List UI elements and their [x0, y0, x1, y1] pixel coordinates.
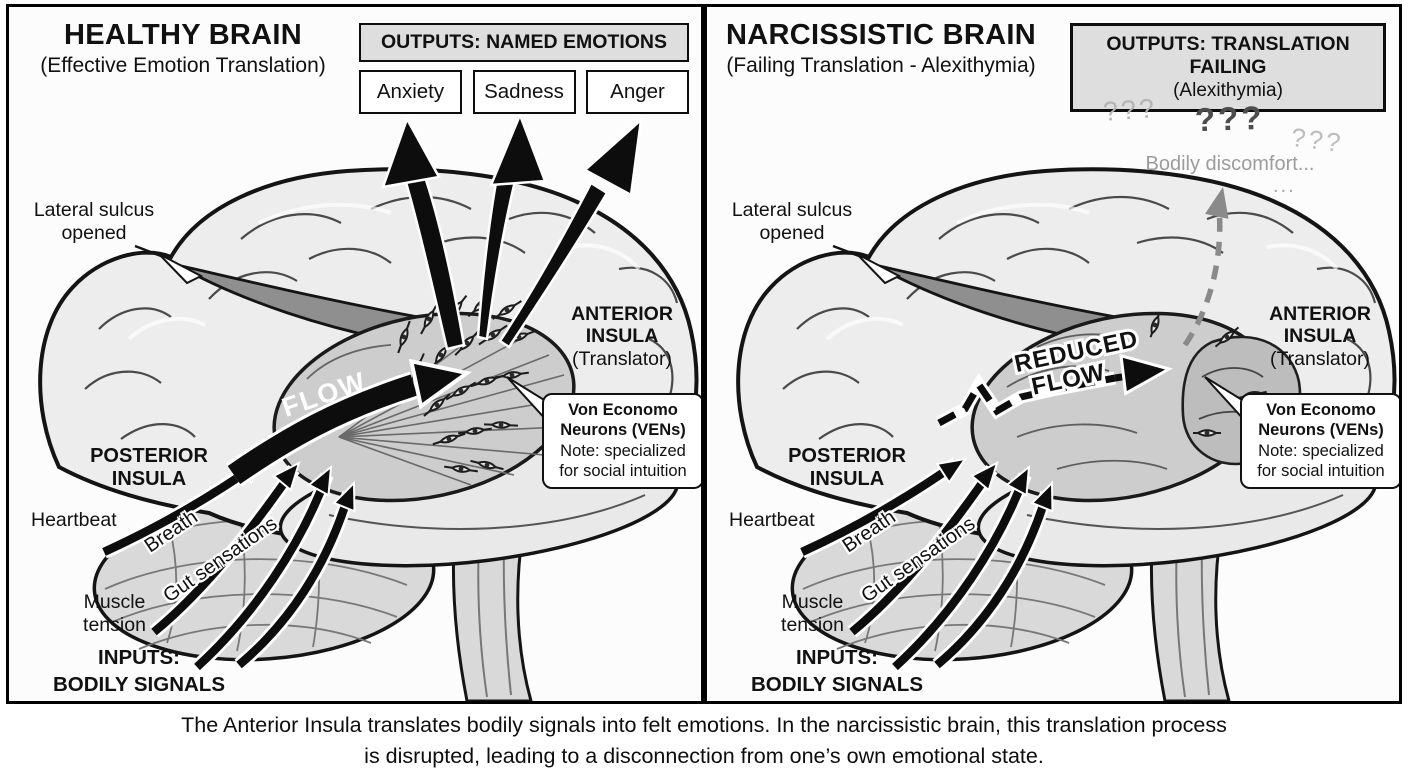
- temporal-fold: [328, 494, 646, 530]
- ven-neuron: [470, 459, 504, 471]
- ven-neuron: [483, 421, 519, 429]
- flow-arrow: FLOW: [226, 358, 472, 487]
- inputs-bodily-signals-label: INPUTS: BODILY SIGNALS: [52, 646, 225, 696]
- anterior-insula-label: ANTERIOR INSULA (Translator): [1269, 303, 1371, 370]
- ven-neuron: [458, 427, 492, 435]
- panel-title-block: HEALTHY BRAIN (Effective Emotion Transla…: [15, 19, 351, 78]
- gyri-highlights: [825, 202, 1339, 341]
- ven-callout-box: Von Economo Neurons (VENs) Note: special…: [1240, 393, 1399, 489]
- ven-neuron: [397, 320, 411, 354]
- outputs-block: OUTPUTS: TRANSLATION FAILING (Alexithymi…: [1070, 23, 1386, 112]
- bodily-discomfort-label: Bodily discomfort...: [1145, 153, 1315, 175]
- outputs-block: OUTPUTS: NAMED EMOTIONS Anxiety Sadness …: [359, 23, 689, 114]
- insula-fold: [306, 344, 392, 380]
- emotion-box-sadness: Sadness: [472, 70, 576, 114]
- heartbeat-label: Heartbeat: [31, 509, 117, 531]
- panel-narcissistic-brain: REDUCED FLOW NARCISSISTIC BRAIN (Failing…: [707, 7, 1399, 701]
- figure-caption: The Anterior Insula translates bodily si…: [181, 713, 1227, 768]
- inputs-bodily-signals-label: INPUTS: BODILY SIGNALS: [750, 646, 923, 696]
- ven-neuron: [492, 300, 522, 320]
- panel-divider: [701, 7, 707, 701]
- ellipsis-label: ...: [1273, 175, 1296, 197]
- page-title: HEALTHY BRAIN: [63, 19, 303, 51]
- ven-neuron: [1193, 429, 1221, 437]
- ven-neuron: [1214, 326, 1240, 348]
- ven-neuron: [420, 303, 438, 335]
- temporal-fold: [1026, 494, 1344, 530]
- lateral-sulcus-label: Lateral sulcus opened: [33, 199, 155, 244]
- output-emotion-arrows: [381, 111, 643, 351]
- posterior-insula-label: POSTERIOR INSULA: [90, 445, 208, 490]
- ven-callout-box: Von Economo Neurons (VENs) Note: special…: [542, 393, 701, 489]
- muscle-tension-label: Muscle tension: [83, 591, 146, 637]
- input-signal-arrows: [799, 457, 1054, 673]
- ven-neuron: [432, 432, 466, 446]
- emotion-row: Anxiety Sadness Anger: [359, 70, 689, 114]
- ven-neuron: [1149, 312, 1161, 338]
- posterior-insula-label: POSTERIOR INSULA: [788, 445, 906, 490]
- gyri-highlights: [127, 202, 641, 341]
- brain-illustration-narcissistic: REDUCED FLOW: [736, 167, 1397, 701]
- insula-wrinkles: [1006, 333, 1168, 470]
- brainstem: [452, 525, 533, 701]
- lateral-sulcus-label: Lateral sulcus opened: [731, 199, 853, 244]
- panels-frame: FLOW HEALTHY BRAIN (Effective Emotion Tr…: [6, 4, 1402, 704]
- ven-neuron: [444, 465, 478, 473]
- question-marks-bold: ???: [1194, 98, 1266, 139]
- gyri-lines: [84, 195, 679, 478]
- panel-title-block: NARCISSISTIC BRAIN (Failing Translation …: [713, 19, 1049, 78]
- failing-output-arrow: [1182, 187, 1229, 347]
- page-subtitle: (Failing Translation - Alexithymia): [726, 54, 1036, 78]
- page-subtitle: (Effective Emotion Translation): [40, 54, 326, 78]
- muscle-tension-label: Muscle tension: [781, 591, 844, 637]
- outputs-header: OUTPUTS: NAMED EMOTIONS: [359, 23, 689, 62]
- emotion-box-anger: Anger: [586, 70, 689, 114]
- question-marks-faint-left: ???: [1101, 93, 1159, 127]
- outputs-subheader: (Alexithymia): [1173, 80, 1283, 101]
- emotion-box-anxiety: Anxiety: [359, 70, 462, 114]
- heartbeat-label: Heartbeat: [729, 509, 815, 531]
- outputs-header: OUTPUTS: TRANSLATION FAILING: [1106, 33, 1350, 78]
- panel-healthy-brain: FLOW HEALTHY BRAIN (Effective Emotion Tr…: [9, 7, 701, 701]
- ven-neuron: [495, 371, 529, 379]
- ven-neuron: [423, 393, 451, 417]
- anterior-insula-label: ANTERIOR INSULA (Translator): [571, 303, 673, 370]
- brain-illustration-healthy: FLOW: [38, 111, 699, 701]
- ven-neurons-dense: [397, 292, 536, 473]
- page-title: NARCISSISTIC BRAIN: [726, 19, 1036, 51]
